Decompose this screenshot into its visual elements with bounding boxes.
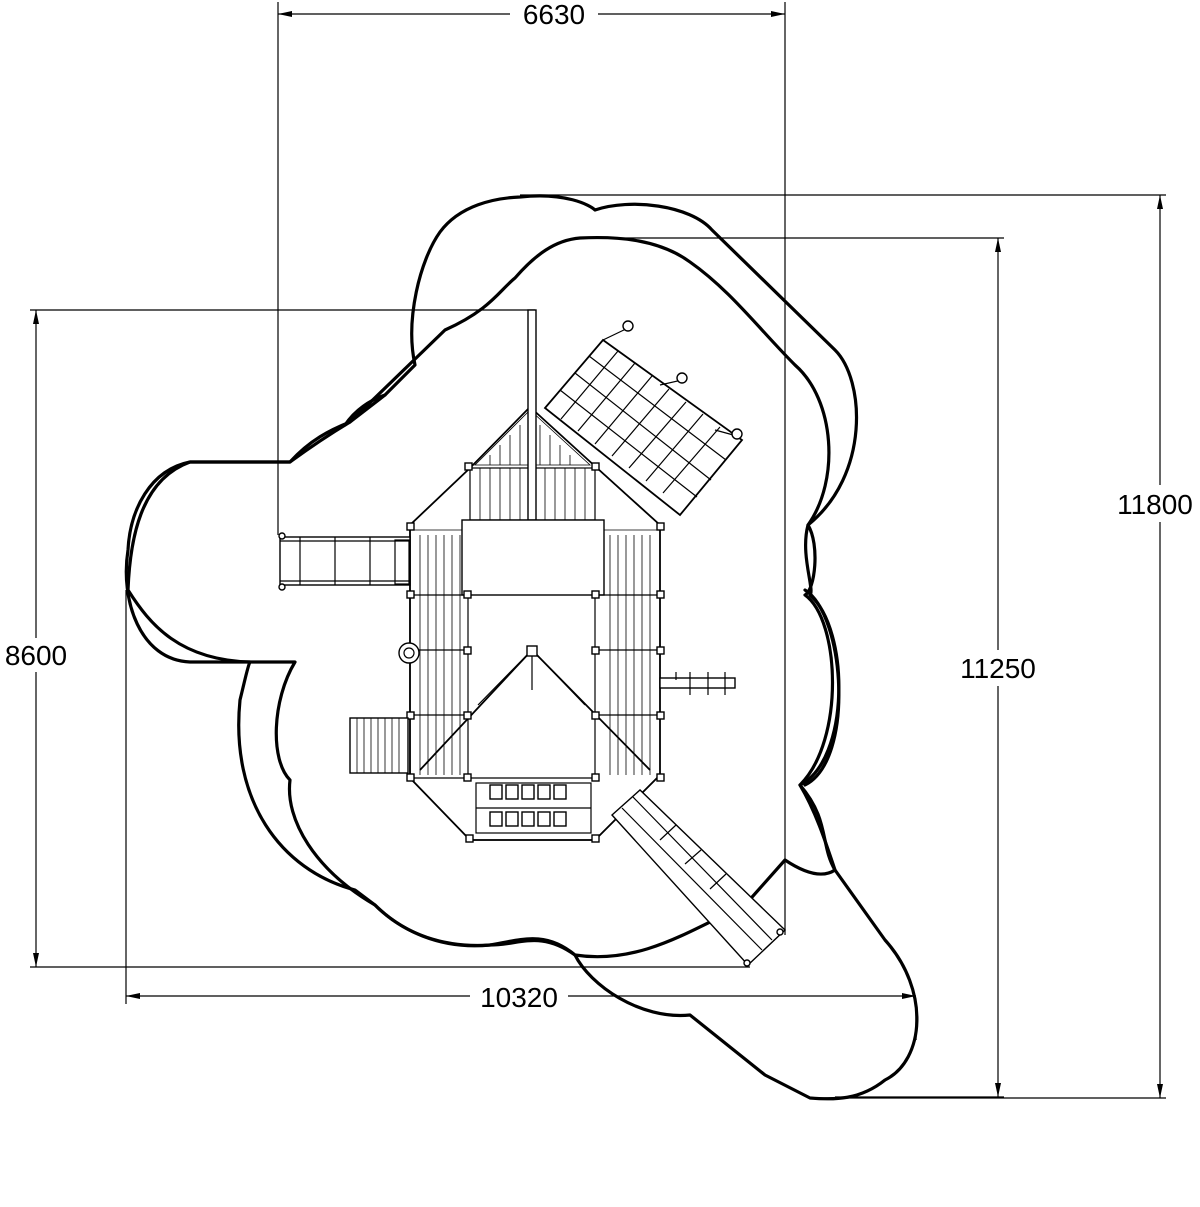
play-structure <box>278 309 787 967</box>
steering-wheel-icon <box>398 642 420 664</box>
dimension-outer-height-label: 11800 <box>1117 489 1193 520</box>
dimension-left: 8600 <box>5 309 750 968</box>
safety-zone-inner <box>126 235 837 959</box>
cabin-roof <box>461 519 605 596</box>
left-bridge <box>278 532 411 591</box>
front-deck-planks <box>479 468 586 520</box>
left-deck-planks <box>419 535 461 775</box>
safety-zone-left-lobe <box>343 393 387 427</box>
right-deck-planks <box>609 535 651 775</box>
side-beam <box>659 672 736 695</box>
mast <box>527 309 537 521</box>
dimension-bottom-label: 10320 <box>480 982 558 1013</box>
a-frame <box>419 645 651 771</box>
safety-zone-outer <box>124 194 919 1101</box>
dimension-outer-height: 11800 <box>520 194 1193 1099</box>
dimension-top: 6630 <box>277 0 786 935</box>
slide <box>611 789 787 967</box>
stern-deck <box>409 774 661 841</box>
dimension-bottom: 10320 <box>125 590 917 1040</box>
right-side-deck <box>594 467 661 778</box>
left-side-deck <box>409 467 595 779</box>
left-steps <box>349 717 409 774</box>
dimension-inner-height: 11250 <box>580 237 1036 1098</box>
dimension-left-label: 8600 <box>5 640 67 671</box>
climbing-net <box>543 320 744 517</box>
dimension-top-label: 6630 <box>523 0 585 30</box>
dimension-inner-height-label: 11250 <box>960 653 1036 684</box>
safety-zone-right-lobe <box>803 588 841 787</box>
